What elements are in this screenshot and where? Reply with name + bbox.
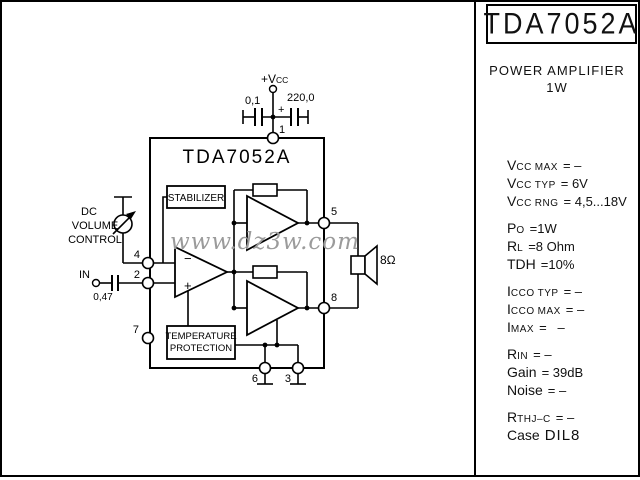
potentiometer-icon bbox=[112, 211, 136, 235]
opamp-minus-label: − bbox=[184, 251, 192, 266]
ic-label: TDA7052A bbox=[183, 147, 292, 168]
pin-5 bbox=[317, 216, 331, 230]
part-number-box: TDA7052A bbox=[483, 4, 640, 44]
device-power: 1W bbox=[546, 80, 568, 95]
cap-input-value: 0,47 bbox=[93, 292, 113, 303]
stabilizer-label: STABILIZER bbox=[168, 193, 225, 204]
temperature-label-2: PROTECTION bbox=[170, 343, 232, 354]
vcc-terminal bbox=[268, 84, 278, 94]
cap-bulk-polarity: + bbox=[278, 104, 284, 116]
spec-row: TDH=10% bbox=[507, 256, 575, 272]
pin-6 bbox=[258, 361, 272, 375]
cap-bypass-value: 0,1 bbox=[245, 95, 260, 107]
pin-5-label: 5 bbox=[331, 206, 337, 218]
pin-8-label: 8 bbox=[331, 292, 337, 304]
pin-1-label: 1 bbox=[279, 124, 285, 136]
pin-7 bbox=[141, 331, 155, 345]
volume-label-3: CONTROL bbox=[68, 234, 122, 246]
pin-2 bbox=[141, 276, 155, 290]
cap-bulk-value: 220,0 bbox=[287, 92, 315, 104]
speaker-impedance-label: 8Ω bbox=[380, 253, 396, 267]
spec-row: Noise= – bbox=[507, 382, 567, 398]
stabilizer-box bbox=[166, 185, 226, 209]
pin-1 bbox=[266, 131, 280, 145]
pin-2-label: 2 bbox=[134, 269, 140, 281]
wires bbox=[99, 93, 359, 385]
device-description: POWER AMPLIFIER 1W bbox=[476, 62, 638, 96]
input-capacitor-icon bbox=[111, 275, 119, 291]
junction-dots bbox=[231, 114, 310, 348]
part-number: TDA7052A bbox=[483, 7, 640, 40]
pin-circles bbox=[141, 131, 331, 375]
spec-row: Gain= 39dB bbox=[507, 364, 584, 380]
temperature-label-1: TEMPERATURE bbox=[165, 331, 236, 342]
feedback-resistor-top-icon bbox=[252, 183, 278, 197]
vcc-label: +VCC bbox=[261, 72, 288, 86]
pin-3 bbox=[291, 361, 305, 375]
output-opamp-top-icon bbox=[246, 194, 300, 252]
pin-4-label: 4 bbox=[134, 249, 140, 261]
pin-7-label: 7 bbox=[133, 324, 139, 336]
pin-3-label: 3 bbox=[285, 373, 291, 385]
pin-6-label: 6 bbox=[252, 373, 258, 385]
opamp-plus-label: + bbox=[184, 278, 192, 293]
input-label: IN bbox=[79, 269, 90, 281]
temperature-protection-box bbox=[166, 325, 236, 360]
device-type: POWER AMPLIFIER bbox=[489, 63, 625, 78]
input-terminal bbox=[91, 278, 101, 288]
watermark: www.dz3w.com bbox=[170, 229, 360, 255]
volume-label-2: VOLUME bbox=[72, 220, 118, 232]
ic-outline bbox=[149, 137, 325, 369]
volume-label-1: DC bbox=[81, 206, 97, 218]
speaker-icon bbox=[350, 244, 378, 286]
bulk-capacitor-icon bbox=[290, 108, 299, 126]
pin-8 bbox=[317, 301, 331, 315]
bypass-capacitor-icon bbox=[254, 108, 263, 126]
output-opamp-bottom-icon bbox=[246, 279, 300, 337]
feedback-resistor-bottom-icon bbox=[252, 265, 278, 279]
pin-4 bbox=[141, 256, 155, 270]
input-opamp-icon bbox=[174, 245, 230, 299]
